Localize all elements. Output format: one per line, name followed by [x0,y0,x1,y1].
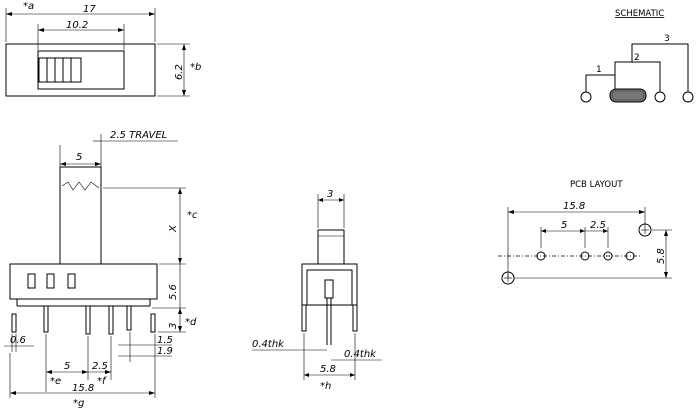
schematic: SCHEMATIC 1 2 3 [580,9,694,103]
pcb-pad-4 [625,251,635,261]
left-thickness-label: 0.4thk [252,339,285,350]
pcb-title: PCB LAYOUT [570,180,623,190]
front-actuator [59,166,102,265]
top-view-body [5,43,156,97]
spacing-ref-label: *f [97,376,107,387]
body-height-label: 5.6 [168,284,179,300]
top-width-ref-label: *a [23,1,34,12]
schematic-terminal-3 [682,91,694,103]
total-width-ref-label: *g [73,398,84,409]
front-view: 2.5 TRAVEL 5 X *c 5.6 3 *d 0.6 1.5 1.9 [4,130,198,409]
side-actuator [317,229,345,265]
schematic-terminal-2 [654,91,666,103]
side-pin-span-ref-label: *h [320,381,331,392]
right-thickness-label: 0.4thk [344,349,377,360]
pin-spacing-label: 2.5 [92,361,108,372]
slot-width-label: 10.2 [66,20,88,31]
side-dim-2-label: 1.9 [157,346,173,357]
front-body [9,263,158,300]
top-view-actuator [38,57,82,83]
schematic-wiper [609,88,647,103]
pcb-pitch-label: 5 [561,220,567,231]
pcb-width-label: 15.8 [563,201,585,212]
top-height-ref-label: *b [190,62,201,73]
top-view-slot [37,50,125,90]
side-dim-1-label: 1.5 [157,335,173,346]
schematic-pin-2-label: 2 [634,53,640,63]
pcb-mount-hole-right [638,223,652,237]
side-view: 3 0.4thk 0.4thk 5.8 *h [252,189,382,392]
actuator-height-ref-label: *c [187,210,198,221]
pcb-pad-2 [580,251,590,261]
side-pin-span-label: 5.8 [320,364,336,375]
pin-pitch-label: 5 [64,361,70,372]
pcb-spacing-label: 2.5 [590,220,606,231]
pitch-ref-label: *e [50,376,61,387]
schematic-pin-3-label: 3 [664,34,670,44]
actuator-width-label: 5 [76,152,82,163]
actuator-height-label: X [168,224,179,233]
schematic-title: SCHEMATIC [615,9,664,19]
top-view: *a 17 10.2 6.2 *b [5,1,201,97]
total-width-label: 15.8 [72,383,94,394]
side-actuator-width-label: 3 [327,189,333,200]
pcb-pad-1 [536,251,546,261]
top-height-label: 6.2 [174,64,185,80]
pin-height-label: 3 [168,323,179,329]
travel-label: 2.5 TRAVEL [110,130,167,141]
pin-offset-label: 0.6 [10,335,26,346]
schematic-pin-1-label: 1 [596,65,602,75]
pin-height-ref-label: *d [185,317,197,328]
top-width-label: 17 [83,4,96,15]
pcb-layout: PCB LAYOUT 15.8 5 2.5 5.8 [498,180,672,285]
pcb-pad-3 [603,251,613,261]
pcb-height-label: 5.8 [656,248,667,264]
schematic-terminal-1 [580,91,592,103]
